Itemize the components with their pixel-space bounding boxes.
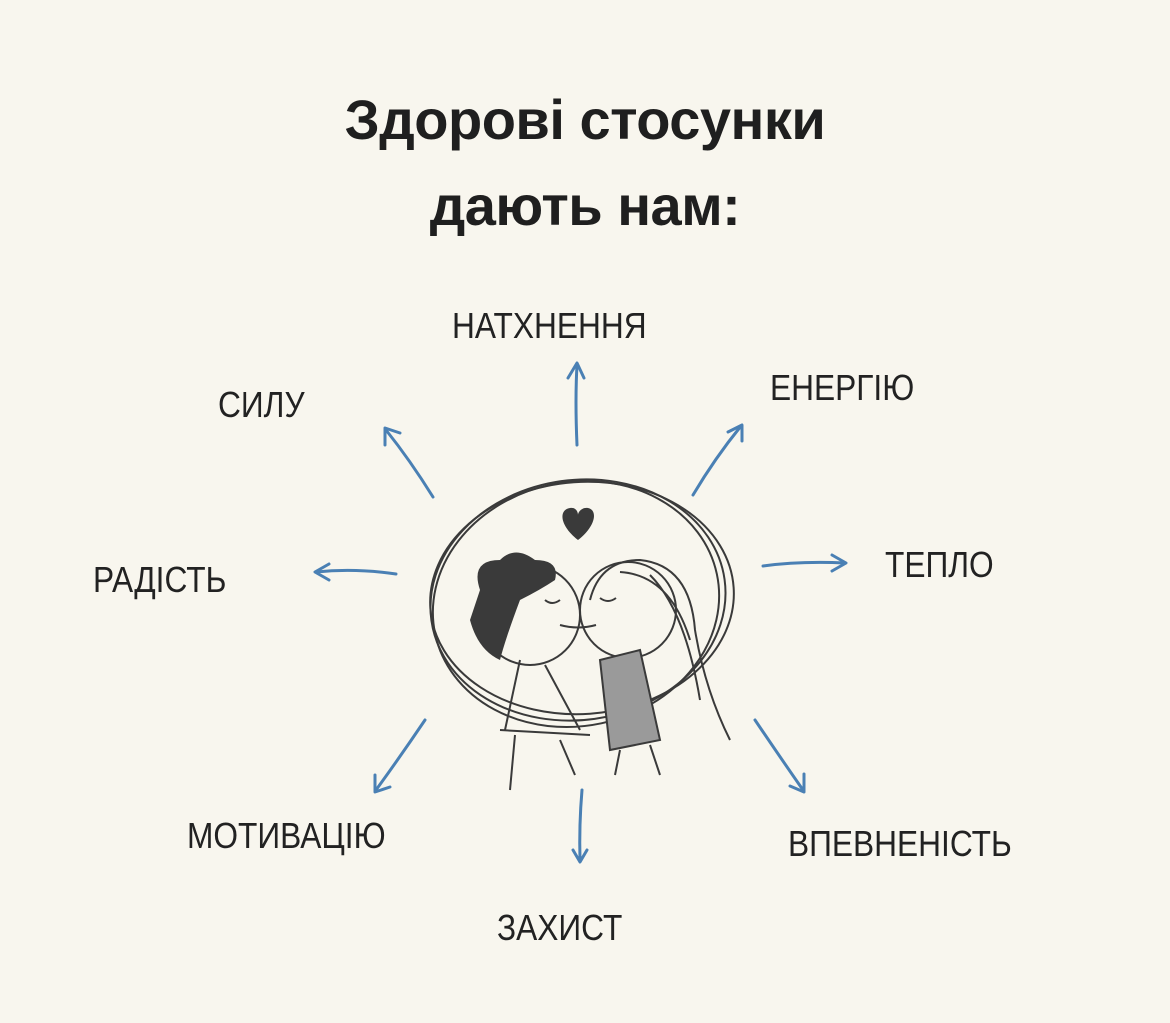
arrow-left-icon [313, 562, 398, 582]
title-line-1: Здорові стосунки [344, 88, 826, 151]
arrow-right-icon [761, 553, 848, 573]
title-line-2: дають нам: [429, 174, 741, 237]
label-confidence: ВПЕВНЕНІСТЬ [788, 823, 1012, 864]
arrow-up-icon [566, 361, 586, 447]
label-inspiration: НАТХНЕННЯ [452, 305, 647, 346]
arrow-down-left-icon [373, 718, 427, 794]
label-motivation: МОТИВАЦІЮ [187, 815, 386, 856]
arrow-down-right-icon [753, 718, 806, 794]
arrow-up-left-icon [383, 426, 435, 499]
label-protection: ЗАХИСТ [497, 907, 623, 948]
label-warmth: ТЕПЛО [885, 544, 994, 585]
couple-illustration [429, 478, 735, 791]
label-strength: СИЛУ [218, 384, 305, 425]
label-energy: ЕНЕРГІЮ [770, 367, 915, 408]
label-joy: РАДІСТЬ [93, 559, 227, 600]
arrow-down-icon [571, 788, 589, 864]
arrow-up-right-icon [691, 423, 744, 497]
heart-icon [562, 507, 594, 540]
